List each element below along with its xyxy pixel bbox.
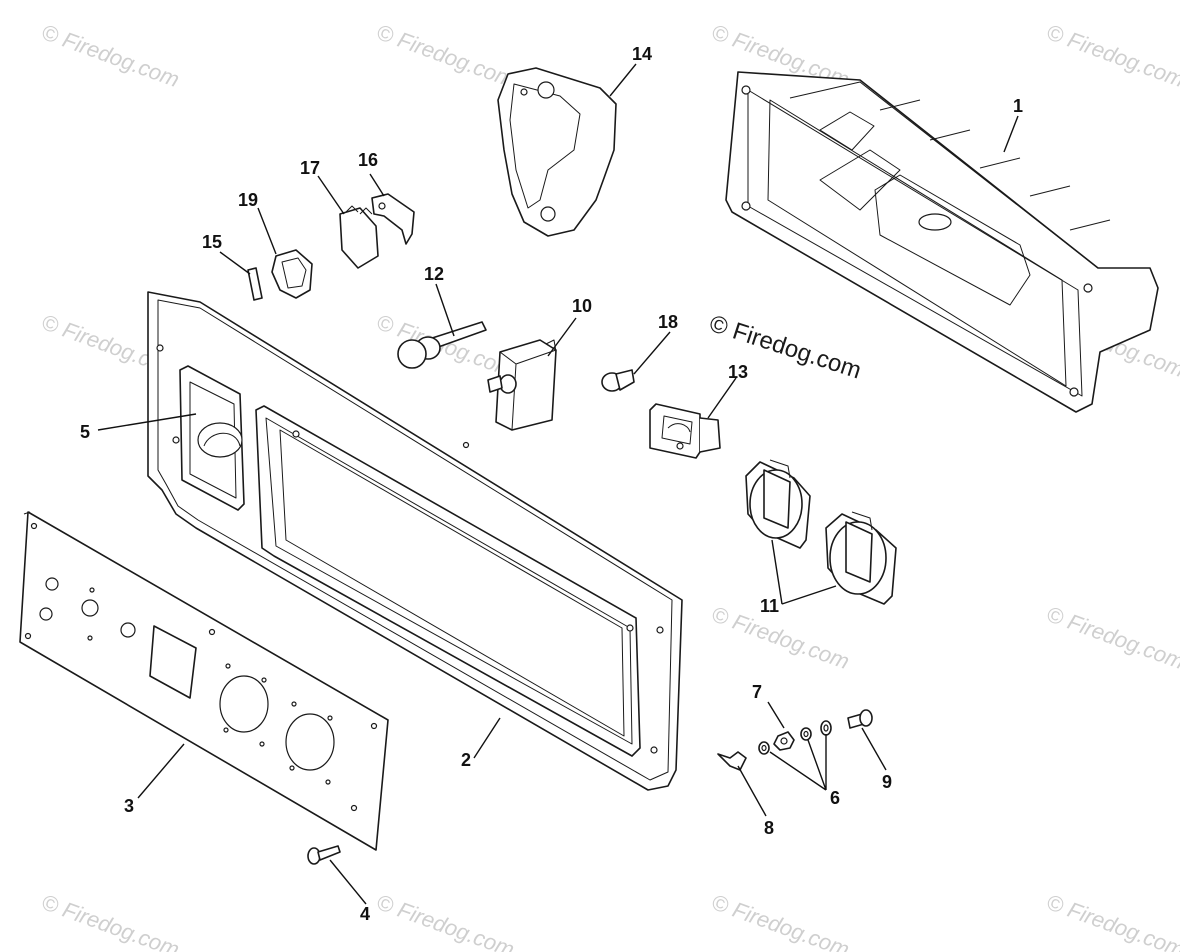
callout-3: 3: [124, 796, 134, 816]
callout-labels: 1 2 3 4 5 6 7 8 9 10 11 12 13 14 15 16 1…: [80, 44, 1023, 924]
watermark-text: © Firedog.com: [1043, 889, 1180, 952]
callout-15: 15: [202, 232, 222, 252]
callout-6: 6: [830, 788, 840, 808]
watermark-text: © Firedog.com: [38, 19, 182, 92]
part-18-lamp: [601, 369, 635, 392]
callout-16: 16: [358, 150, 378, 170]
watermark-text: © Firedog.com: [373, 19, 517, 92]
part-4-screw: [307, 845, 341, 865]
part-16-bracket: [371, 193, 415, 245]
part-8-wing-nut: [717, 751, 747, 771]
part-3-face-plate: [19, 511, 389, 851]
callout-10: 10: [572, 296, 592, 316]
part-2-panel: [147, 291, 683, 791]
part-15-clip: [247, 267, 263, 301]
part-7-nut: [773, 731, 795, 751]
part-12-push-button: [397, 321, 487, 369]
callout-2: 2: [461, 750, 471, 770]
callout-8: 8: [764, 818, 774, 838]
callout-18: 18: [658, 312, 678, 332]
watermark-text: © Firedog.com: [708, 601, 852, 674]
callout-1: 1: [1013, 96, 1023, 116]
callout-11: 11: [760, 596, 779, 616]
part-19-knob: [271, 249, 313, 299]
callout-12: 12: [424, 264, 444, 284]
part-11-outlet-2: [825, 511, 897, 605]
callout-9: 9: [882, 772, 892, 792]
watermark-text: © Firedog.com: [1043, 19, 1180, 92]
watermark-text: © Firedog.com: [373, 309, 517, 382]
callout-17: 17: [300, 158, 320, 178]
part-6-washers: [758, 720, 832, 755]
callout-4: 4: [360, 904, 370, 924]
watermark-text: © Firedog.com: [373, 889, 517, 952]
leader-lines: [97, 63, 1019, 905]
callout-14: 14: [632, 44, 652, 64]
watermark-text: © Firedog.com: [38, 889, 182, 952]
part-1-housing: [725, 71, 1159, 413]
watermark-text: © Firedog.com: [708, 889, 852, 952]
part-11-outlet-1: [745, 459, 811, 549]
part-10-breaker: [487, 339, 557, 431]
part-13-meter: [649, 403, 721, 459]
watermark-text: © Firedog.com: [1043, 601, 1180, 674]
callout-5: 5: [80, 422, 90, 442]
callout-19: 19: [238, 190, 258, 210]
callout-13: 13: [728, 362, 748, 382]
callout-7: 7: [752, 682, 762, 702]
part-14-cover: [497, 67, 617, 237]
part-17-switch: [339, 205, 379, 269]
part-9-bolt: [847, 709, 873, 729]
